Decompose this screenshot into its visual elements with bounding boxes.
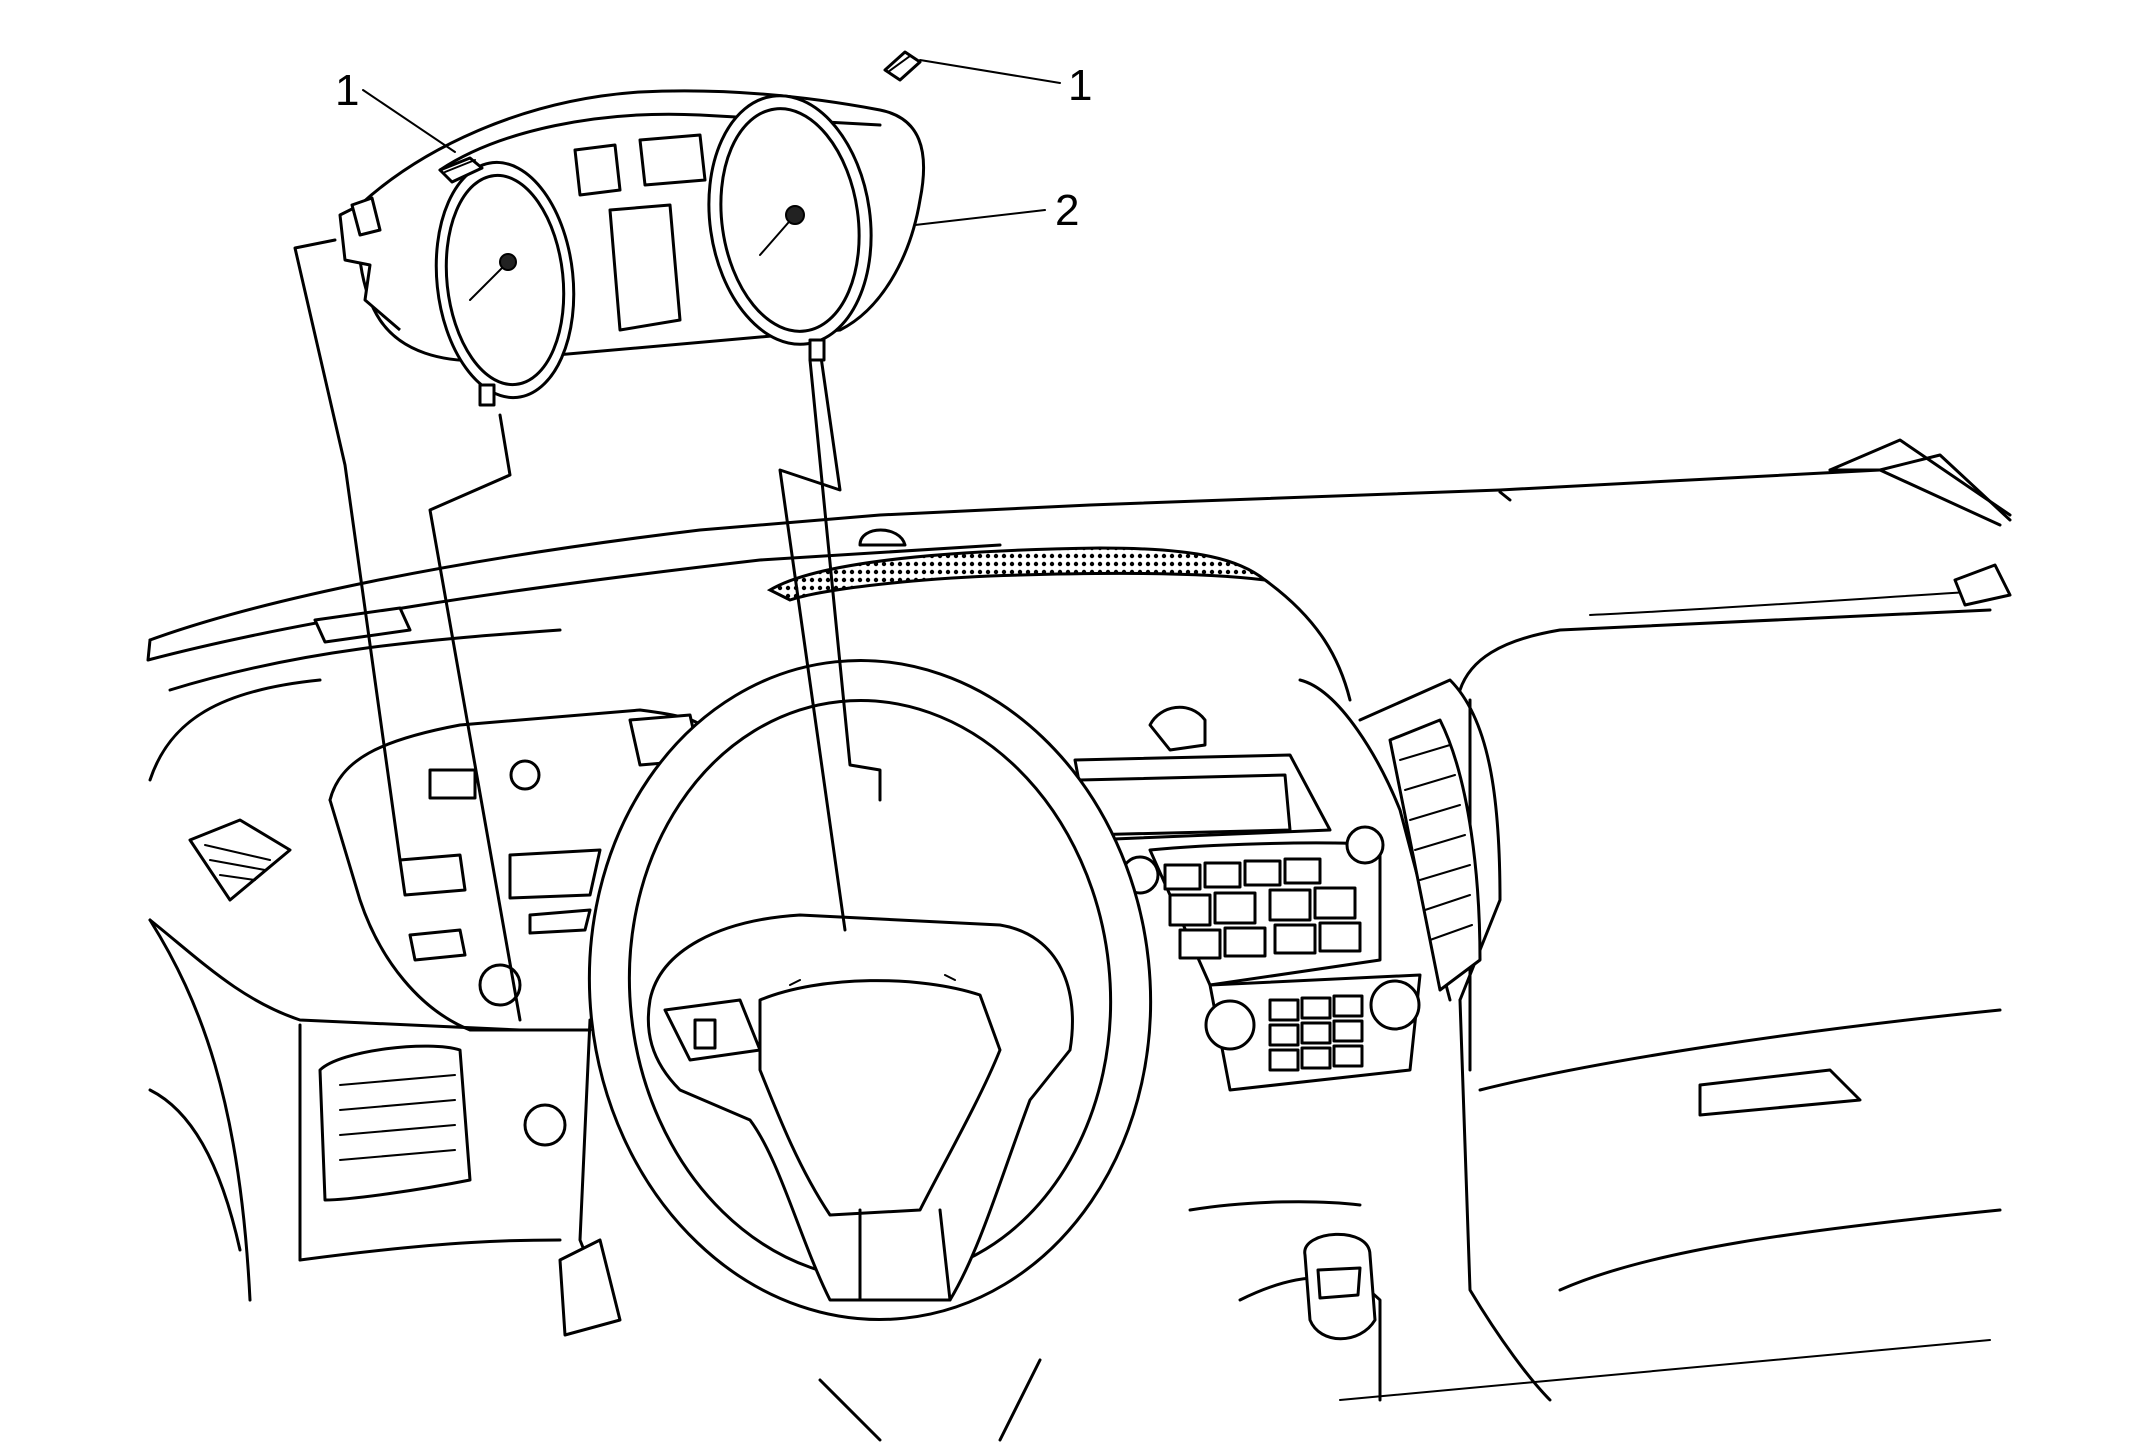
lower-left-air-vent: [318, 1044, 472, 1202]
right-dash-vent-slot: [1953, 563, 2012, 607]
center-display: [1078, 773, 1292, 837]
callout-leader-1-right: [919, 59, 1061, 84]
fan-knob[interactable]: [1204, 999, 1256, 1051]
dash-slot: [313, 606, 412, 644]
left-air-vent: [188, 818, 292, 902]
temp-gauge: [638, 133, 707, 187]
temp-knob[interactable]: [1369, 979, 1421, 1031]
column-lever[interactable]: [558, 1238, 622, 1337]
fastener-left: [438, 156, 484, 184]
airbag-hub: [646, 913, 1074, 1302]
steering-column: [558, 1018, 1042, 1442]
callout-leader-1-left: [362, 89, 456, 153]
center-console: [1188, 998, 1552, 1402]
center-stack: [1073, 678, 1502, 1092]
hvac-buttons[interactable]: [1268, 994, 1364, 1072]
sunload-sensor: [858, 528, 907, 547]
installation-guide-lines: [293, 238, 882, 1022]
fastener-right: [883, 50, 922, 82]
instrument-panel: [146, 438, 2012, 1401]
callout-1-left: 1: [335, 66, 359, 115]
radio-buttons[interactable]: [1163, 857, 1362, 960]
callout-1-right: 1: [1068, 61, 1092, 110]
door-trim-edge: [148, 918, 252, 1302]
headlamp-switch-knob[interactable]: [523, 1103, 567, 1147]
hazard-button[interactable]: [1148, 705, 1207, 752]
instrument-cluster[interactable]: [338, 85, 926, 407]
callout-2: 2: [1055, 186, 1079, 235]
callout-leader-2: [914, 209, 1046, 226]
tachometer: [434, 160, 576, 400]
fuel-gauge: [573, 143, 622, 197]
tune-knob[interactable]: [1345, 825, 1385, 865]
glovebox-handle[interactable]: [1698, 1068, 1862, 1117]
driver-information-display: [608, 203, 682, 332]
center-air-vent: [1388, 718, 1482, 992]
lower-knob[interactable]: [478, 963, 522, 1007]
steering-wheel: [587, 659, 1153, 1321]
